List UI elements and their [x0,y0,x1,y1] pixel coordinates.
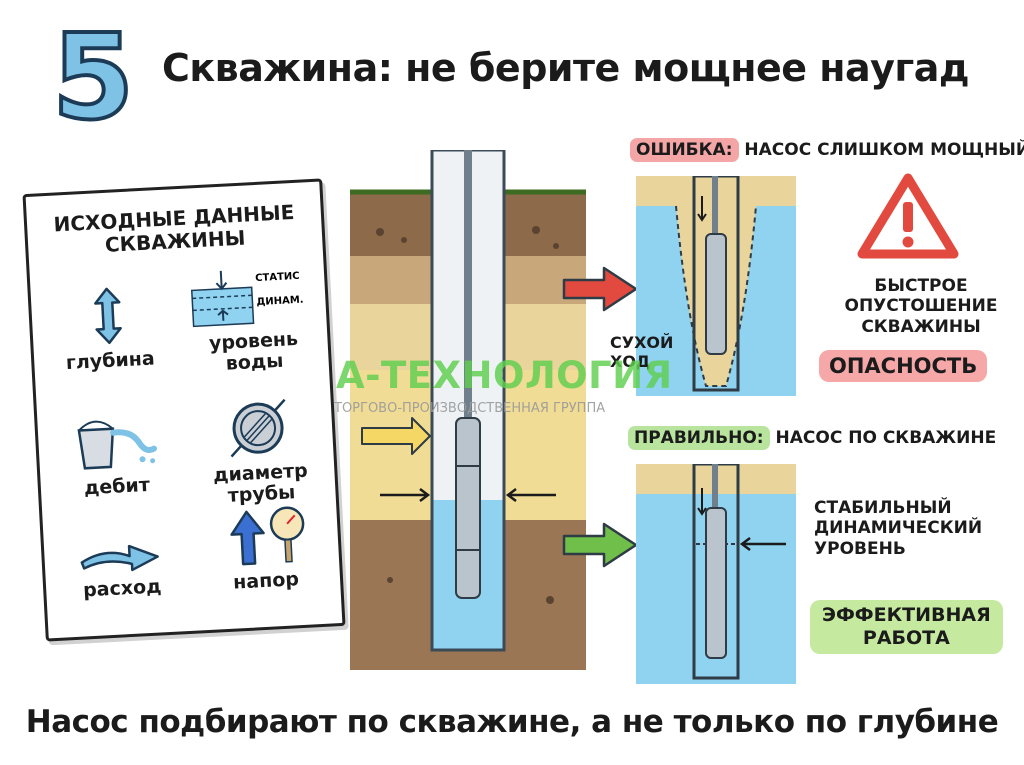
water-level-icon: СТАТИС ДИНАМ. [190,271,304,328]
wrong-well-diagram [636,176,796,396]
fast-drain-line3: СКВАЖИНЫ [861,316,981,337]
wrong-tag: ОШИБКА: НАСОС СЛИШКОМ МОЩНЫЙ [630,138,1024,162]
static-level-label: СТАТИС [255,271,300,284]
dynamic-level-label: ДИНАМ. [256,295,304,308]
right-tag-text: НАСОС ПО СКВАЖИНЕ [775,428,997,448]
bucket-icon [77,420,157,470]
stable-level-note: СТАБИЛЬНЫЙ ДИНАМИЧЕСКИЙ УРОВЕНЬ [814,498,982,559]
watermark-logo: А-ТЕХНОЛОГИЯ [336,354,673,397]
footer-caption: Насос подбирают по скважине, а не только… [25,704,999,740]
step-number: 5 [50,8,136,146]
depth-label: глубина [65,347,156,375]
pipe-section-icon [230,398,286,458]
stable-level-line2: ДИНАМИЧЕСКИЙ [814,518,983,539]
fast-drain-note: БЫСТРОЕ ОПУСТОШЕНИЕ СКВАЖИНЫ [826,276,1016,337]
pipe-diameter-item: диаметр трубы [187,394,332,509]
stable-level-line3: УРОВЕНЬ [814,538,906,559]
flow-label: расход [82,575,162,602]
right-tag: ПРАВИЛЬНО: НАСОС ПО СКВАЖИНЕ [628,426,997,450]
wrong-tag-prefix: ОШИБКА: [630,138,739,162]
water-level-item: СТАТИС ДИНАМ. уровень воды [180,262,325,377]
dry-run-label-line2: ХОД [610,352,651,372]
green-arrow-icon [562,522,638,568]
yield-item: дебит [43,407,187,501]
head-label: напор [232,568,300,594]
page-title: Скважина: не берите мощнее наугад [162,46,970,90]
efficient-work-line1: ЭФФЕКТИВНАЯ [822,604,991,626]
fast-drain-line1: БЫСТРОЕ [874,276,968,296]
efficient-work-line2: РАБОТА [862,626,950,649]
head-item: напор [192,499,336,595]
flow-item: расход [50,531,193,603]
efficient-work-badge: ЭФФЕКТИВНАЯ РАБОТА [810,600,1003,654]
right-tag-prefix: ПРАВИЛЬНО: [628,426,770,450]
wrong-tag-text: НАСОС СЛИШКОМ МОЩНЫЙ [744,140,1024,160]
well-cross-section [350,150,586,670]
yield-label: дебит [83,473,151,500]
fast-drain-line2: ОПУСТОШЕНИЕ [844,296,998,317]
well-data-card: ИСХОДНЫЕ ДАННЫЕ СКВАЖИНЫ глубина СТАТИС … [22,178,346,642]
flow-arrow-icon [80,544,159,572]
watermark-subtitle: ТОРГОВО-ПРОИЗВОДСТВЕННАЯ ГРУППА [334,401,606,416]
right-well-diagram [636,464,796,684]
water-level-label: уровень воды [183,328,325,377]
red-arrow-icon [562,266,638,312]
depth-item: глубина [36,281,180,375]
stable-level-line1: СТАБИЛЬНЫЙ [814,498,952,518]
warning-triangle-icon [857,173,959,259]
card-title: ИСХОДНЫЕ ДАННЫЕ СКВАЖИНЫ [27,200,323,261]
pressure-gauge-icon [230,506,305,566]
dry-run-label-line1: СУХОЙ [610,333,674,352]
dry-run-label: СУХОЙ ХОД [610,333,673,371]
danger-badge: ОПАСНОСТЬ [819,350,988,382]
double-arrow-icon [94,287,122,345]
